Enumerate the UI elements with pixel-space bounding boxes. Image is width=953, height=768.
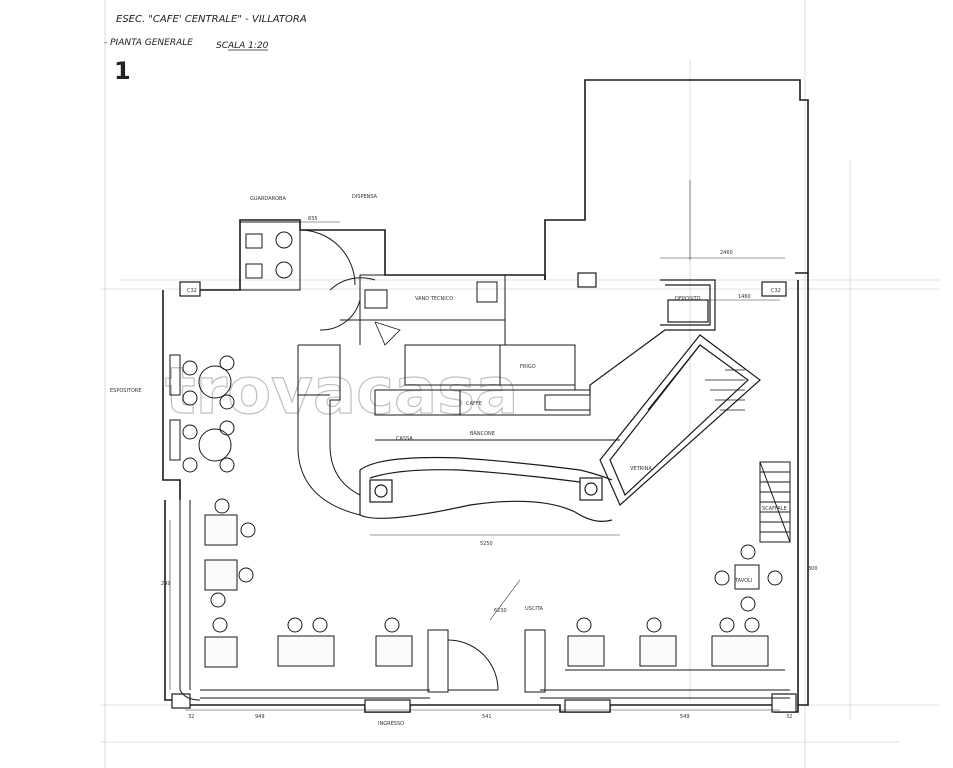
back-bar [374,389,620,441]
south-entrance [427,629,546,693]
column-ne [761,281,787,297]
square-tables-south [277,617,769,667]
dim-541: 541 [482,714,492,720]
label-guardaroba: GUARDAROBA [250,196,286,202]
south-banquette [200,669,790,699]
upper-building-outline [544,79,809,280]
dim-5250: 5250 [480,541,493,547]
title-line-1: ESEC. "CAFE' CENTRALE" - VILLATORA [116,14,307,25]
west-banquette [179,500,201,701]
dim-32-right: 32 [786,714,792,720]
dim-1460: 1460 [738,294,751,300]
dim-32-left: 32 [188,714,194,720]
round-tables-west [169,354,235,473]
label-frigo: FRIGO [520,364,536,370]
door-swing-center [374,321,401,346]
label-tavoli: TAVOLI [734,578,752,584]
label-scaffale: SCAFFALE [762,506,787,512]
column-label-right: C32 [771,288,781,294]
entrance-vestibule [239,221,356,291]
column-se [771,693,797,713]
structural-columns [171,272,797,713]
label-cassa: CASSA [396,436,413,442]
label-ingresso: INGRESSO [378,721,404,727]
title-line-2: - PIANTA GENERALE [104,38,193,48]
square-tables-west [204,498,256,668]
dim-6230: 6230 [494,608,507,614]
west-wall-lower [164,500,185,701]
label-caffe: CAFFE [466,401,482,407]
label-uscita: USCITA [525,606,543,612]
column-s2 [564,699,611,713]
north-wall [180,219,546,291]
column-s1 [364,699,411,713]
label-espositore: ESPOSITORE [110,388,142,394]
west-wall [162,290,181,500]
column-roof [577,272,597,288]
label-deposito: DEPOSITO [675,296,701,302]
dimension-lines [169,180,785,711]
room-labels: FRIGO BANCONE CASSA VETRINA ESPOSITORE I… [110,194,787,727]
dim-300: 300 [808,566,818,572]
column-nw [179,281,201,297]
scale-note: SCALA 1:20 [216,41,269,51]
column-sw [171,693,191,709]
bar-counter [359,456,613,522]
angled-prep-block [589,279,761,506]
label-vetrina: VETRINA [630,466,652,472]
square-table-east [714,544,783,612]
service-room [319,274,576,390]
east-shelving [705,369,745,411]
dim-949: 949 [255,714,265,720]
column-label-left: C32 [187,288,197,294]
sheet-number: 1 [114,57,131,85]
label-dispensa: DISPENSA [352,194,378,200]
title-block: ESEC. "CAFE' CENTRALE" - VILLATORA - PIA… [104,14,307,85]
curved-banquette [297,344,361,516]
label-bancone: BANCONE [470,431,495,437]
dim-835: 835 [308,216,318,222]
dim-549: 549 [680,714,690,720]
dimension-labels: 835 2460 1460 5250 949 541 549 32 32 300… [161,216,818,720]
label-vano-tecnico: VANO TECNICO [415,296,453,302]
dim-249: 249 [161,581,171,587]
east-wall [798,273,809,706]
dim-2460: 2460 [720,250,733,256]
east-stair [759,461,791,543]
